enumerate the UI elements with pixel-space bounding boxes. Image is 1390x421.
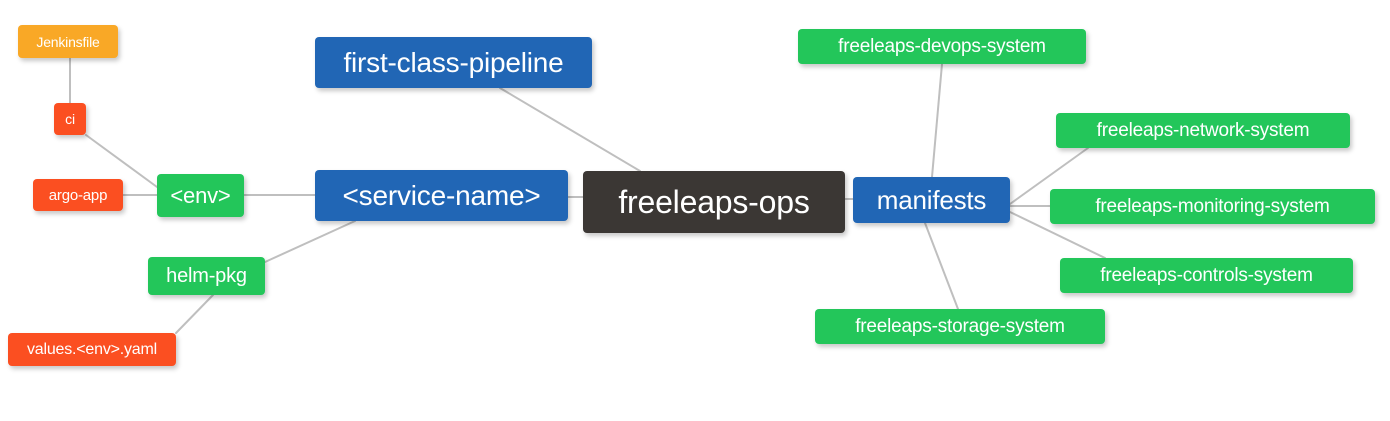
node-manifests[interactable]: manifests (853, 177, 1010, 223)
node-freeleaps-ops[interactable]: freeleaps-ops (583, 171, 845, 233)
node-label-manifests: manifests (876, 185, 987, 215)
node-ci[interactable]: ci (54, 103, 86, 135)
node-first-class-pipeline[interactable]: first-class-pipeline (315, 37, 592, 88)
node-values-env-yaml[interactable]: values.<env>.yaml (8, 333, 176, 366)
node-label-freeleaps-monitoring-system: freeleaps-monitoring-system (1095, 196, 1330, 217)
node-jenkinsfile[interactable]: Jenkinsfile (18, 25, 118, 58)
edge-manifests-to-freeleaps-storage-system (924, 222, 959, 310)
edge-first-class-pipeline-to-freeleaps-ops (499, 87, 641, 172)
node-label-jenkinsfile: Jenkinsfile (36, 33, 100, 50)
node-label-first-class-pipeline: first-class-pipeline (343, 46, 564, 78)
node-freeleaps-storage-system[interactable]: freeleaps-storage-system (815, 309, 1105, 344)
node-label-values-env-yaml: values.<env>.yaml (26, 340, 157, 358)
node-freeleaps-monitoring-system[interactable]: freeleaps-monitoring-system (1050, 189, 1375, 224)
node-label-freeleaps-ops: freeleaps-ops (618, 184, 810, 220)
node-env[interactable]: <env> (157, 174, 244, 217)
node-helm-pkg[interactable]: helm-pkg (148, 257, 265, 295)
node-label-env: <env> (170, 182, 231, 208)
node-freeleaps-controls-system[interactable]: freeleaps-controls-system (1060, 258, 1353, 293)
node-argo-app[interactable]: argo-app (33, 179, 123, 211)
node-freeleaps-devops-system[interactable]: freeleaps-devops-system (798, 29, 1086, 64)
edge-manifests-to-freeleaps-devops-system (931, 63, 943, 178)
node-label-service-name: <service-name> (342, 179, 541, 211)
node-label-argo-app: argo-app (48, 186, 108, 204)
node-label-freeleaps-storage-system: freeleaps-storage-system (855, 316, 1065, 337)
node-freeleaps-network-system[interactable]: freeleaps-network-system (1056, 113, 1350, 148)
node-service-name[interactable]: <service-name> (315, 170, 568, 221)
node-label-freeleaps-network-system: freeleaps-network-system (1096, 120, 1310, 141)
node-label-freeleaps-devops-system: freeleaps-devops-system (838, 36, 1046, 57)
edge-helm-pkg-to-service-name (264, 220, 356, 263)
edge-values-env-yaml-to-helm-pkg (175, 294, 214, 334)
node-label-ci: ci (65, 111, 75, 127)
node-label-freeleaps-controls-system: freeleaps-controls-system (1100, 265, 1313, 286)
node-label-helm-pkg: helm-pkg (166, 265, 247, 287)
